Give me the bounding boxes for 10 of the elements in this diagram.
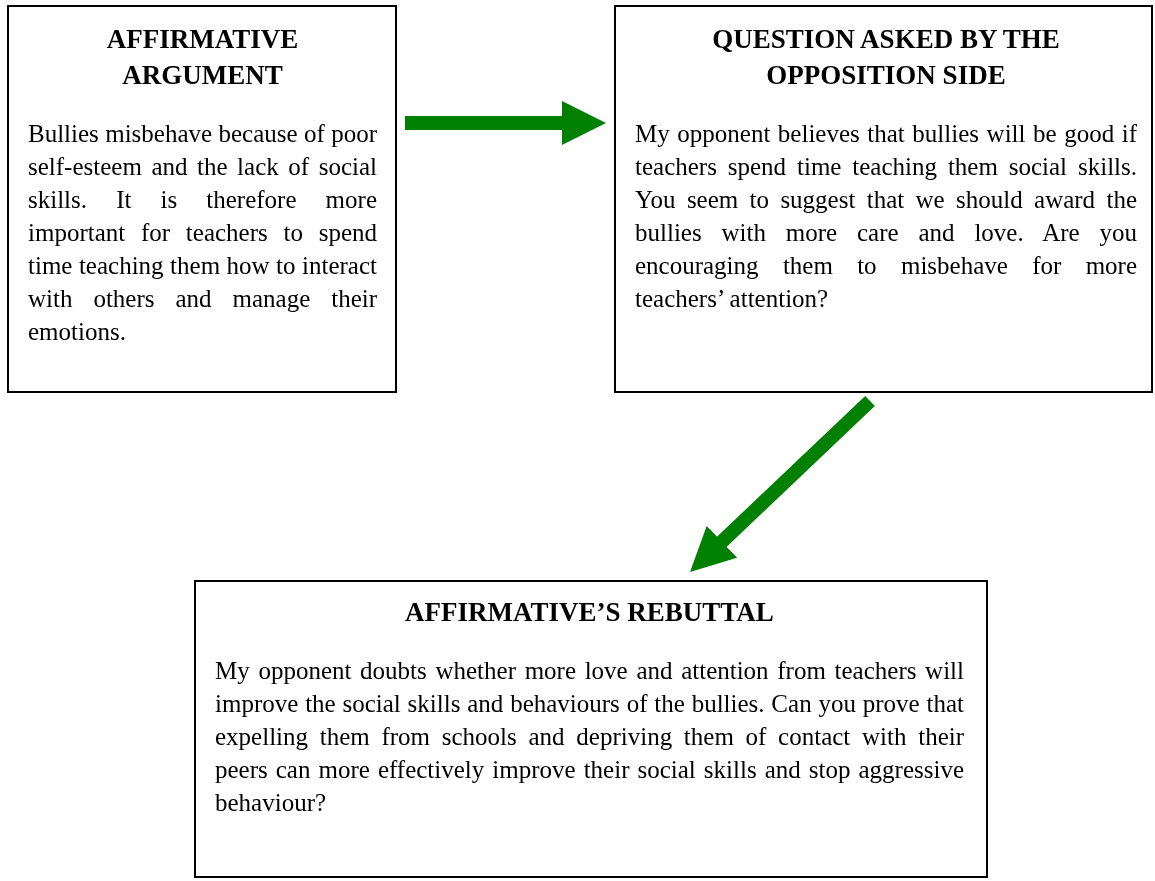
- box-body-text: Bullies misbehave because of poor self-esteem and the lack of social skills. It is therefore more important for teachers to spend time teaching them how to interact with others and manage their emotions.: [28, 119, 377, 347]
- text-box: [614, 5, 1153, 393]
- box-body-text: My opponent doubts whether more love and attention from teachers will improve the social skills and behaviours of the bullies. Can you prove that expelling them from schools and depriving them of contact with their peers can more effectively improve their social skills and stop aggressive behaviour?: [215, 656, 964, 818]
- arrow: [405, 101, 606, 145]
- box-heading: AFFIRMATIVE’S REBUTTAL: [404, 596, 775, 629]
- box-heading: AFFIRMATIVE ARGUMENT: [105, 23, 300, 92]
- text-box: [7, 5, 397, 393]
- text-box: [194, 580, 988, 878]
- box-heading: QUESTION ASKED BY THE OPPOSITION SIDE: [711, 23, 1061, 92]
- box-body-text: My opponent believes that bullies will be good if teachers spend time teaching them social skills. You seem to suggest that we should award the bullies with more care and love. Are you encouraging them to misbehave for more teachers’ attention?: [635, 119, 1137, 314]
